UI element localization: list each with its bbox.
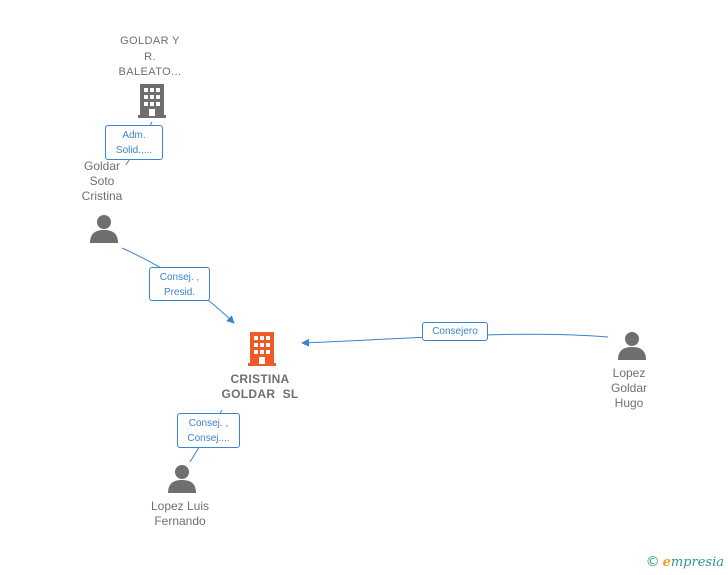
edge-label-line: Solid.,... — [115, 145, 153, 156]
node-label-line: Goldar — [83, 159, 121, 173]
node-label-line: GOLDAR Y — [120, 35, 180, 47]
brand-logo: ©empresia — [646, 554, 724, 570]
node-label-line: GOLDAR SL — [221, 387, 299, 401]
node-label-goldar-soto-cristina[interactable]: Goldar Soto Cristina — [62, 159, 142, 204]
node-label-line: Hugo — [614, 396, 644, 410]
node-label-line: Soto — [89, 174, 115, 188]
edge-label-line: Consej.... — [187, 433, 230, 444]
person-icon[interactable] — [617, 330, 647, 360]
node-label-line: Fernando — [154, 514, 206, 528]
brand-name: mpresia — [670, 555, 724, 570]
node-label-line: Lopez — [612, 366, 646, 380]
building-icon[interactable] — [248, 332, 276, 366]
person-icon[interactable] — [167, 463, 197, 493]
edge-label-line: Consejero — [432, 326, 478, 337]
edge-label-line: Adm. — [122, 130, 146, 141]
edge-label-line: Consej. , — [188, 418, 229, 429]
edge-label-line: Consej. , — [159, 272, 200, 283]
edge-label-line: Presid. — [163, 287, 196, 298]
building-icon[interactable] — [138, 84, 166, 118]
copyright-symbol: © — [645, 554, 660, 570]
node-label-line: BALEATO... — [118, 66, 182, 78]
edge-label-consej-consej[interactable]: Consej. , Consej.... — [177, 413, 240, 448]
node-label-lopez-luis-fernando[interactable]: Lopez Luis Fernando — [130, 499, 230, 529]
node-label-cristina-goldar-sl[interactable]: CRISTINA GOLDAR SL — [210, 372, 310, 402]
node-label-line: R. — [144, 50, 156, 63]
edge-label-consej-presid[interactable]: Consej. , Presid. — [149, 267, 210, 301]
node-label-line: Goldar — [610, 381, 648, 395]
node-label-goldar-y-r-baleato[interactable]: GOLDAR Y R. BALEATO... — [104, 34, 196, 81]
edge-label-consejero[interactable]: Consejero — [422, 322, 488, 341]
node-label-line: CRISTINA — [230, 372, 290, 386]
node-label-line: Cristina — [81, 189, 123, 203]
edge-label-adm-solid[interactable]: Adm. Solid.,... — [105, 125, 163, 160]
person-icon[interactable] — [89, 213, 119, 243]
node-label-line: Lopez Luis — [150, 499, 210, 513]
brand-initial: e — [662, 555, 671, 570]
node-label-lopez-goldar-hugo[interactable]: Lopez Goldar Hugo — [589, 366, 669, 411]
